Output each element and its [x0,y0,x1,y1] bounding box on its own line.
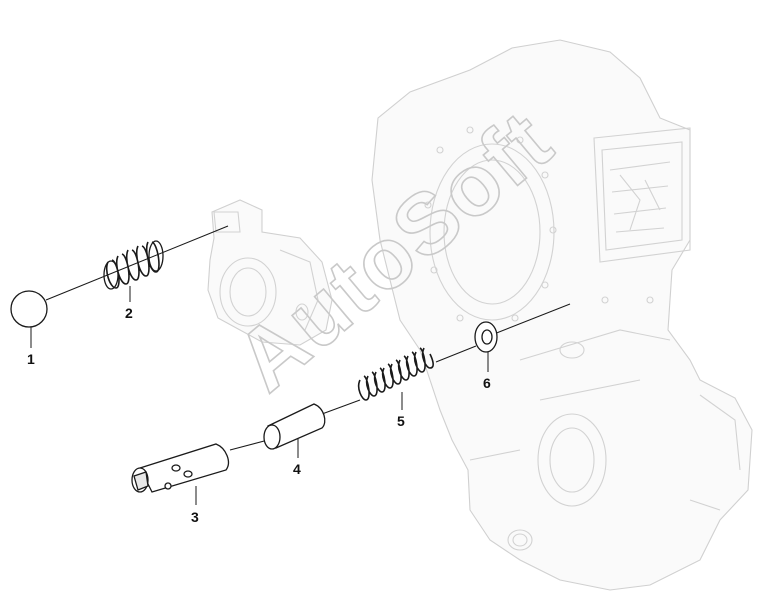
part-washer [474,303,571,372]
callout-5: 5 [397,413,405,429]
part-spring-small [103,240,164,290]
part-sleeve [263,399,361,458]
callout-3: 3 [191,509,199,525]
part-ball [10,225,229,328]
part-valve-spool [131,439,269,505]
transmission-housing-ghost [371,39,753,591]
callout-1: 1 [27,351,35,367]
part-spring-long [357,345,477,410]
callout-4: 4 [293,461,301,477]
callout-2: 2 [125,305,133,321]
pump-body-ghost [207,199,333,346]
callout-6: 6 [483,375,491,391]
